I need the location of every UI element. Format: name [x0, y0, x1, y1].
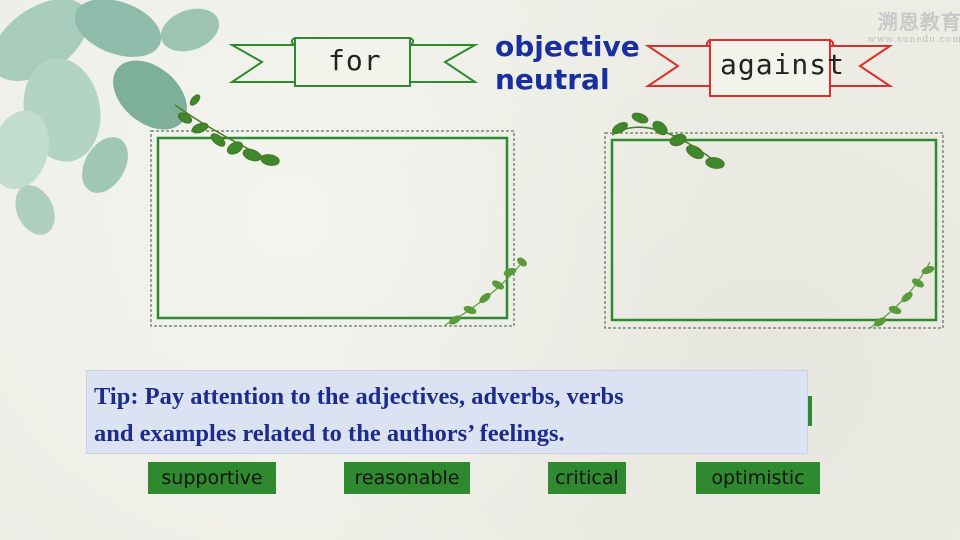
logo-cn-text: 溯恩教育 [877, 12, 960, 34]
word-label: supportive [161, 467, 263, 489]
tip-tab-accent [808, 396, 812, 426]
neutral-text: neutral [495, 63, 610, 96]
for-frame [150, 130, 515, 327]
neutral-heading: objective neutral [495, 30, 640, 96]
word-label: optimistic [711, 467, 805, 489]
vine-decoration-right-bottom [869, 261, 935, 329]
against-ribbon [644, 39, 894, 97]
for-label: for [328, 44, 382, 77]
tip-line-2: and examples related to the authors’ fee… [94, 420, 565, 447]
word-label: critical [555, 467, 619, 489]
against-label: against [720, 48, 846, 81]
objective-text: objective [495, 30, 640, 63]
eucalyptus-leaves-decoration [0, 0, 220, 235]
tip-box: Tip: Pay attention to the adjectives, ad… [86, 370, 808, 454]
against-frame [604, 132, 944, 329]
vine-decoration-right-top [611, 112, 725, 169]
vine-decoration-left-top [174, 94, 280, 166]
logo-url-text: www.sunedu.com [868, 35, 960, 45]
word-chip-critical[interactable]: critical [548, 462, 626, 494]
word-chip-supportive[interactable]: supportive [148, 462, 276, 494]
sunedu-logo: 溯恩教育 www.sunedu.com [868, 6, 960, 45]
word-chip-reasonable[interactable]: reasonable [344, 462, 470, 494]
word-label: reasonable [354, 467, 460, 489]
tip-line-1: Tip: Pay attention to the adjectives, ad… [94, 383, 624, 410]
for-ribbon [228, 37, 479, 87]
vine-decoration-left-bottom [444, 257, 527, 326]
word-chip-optimistic[interactable]: optimistic [696, 462, 820, 494]
